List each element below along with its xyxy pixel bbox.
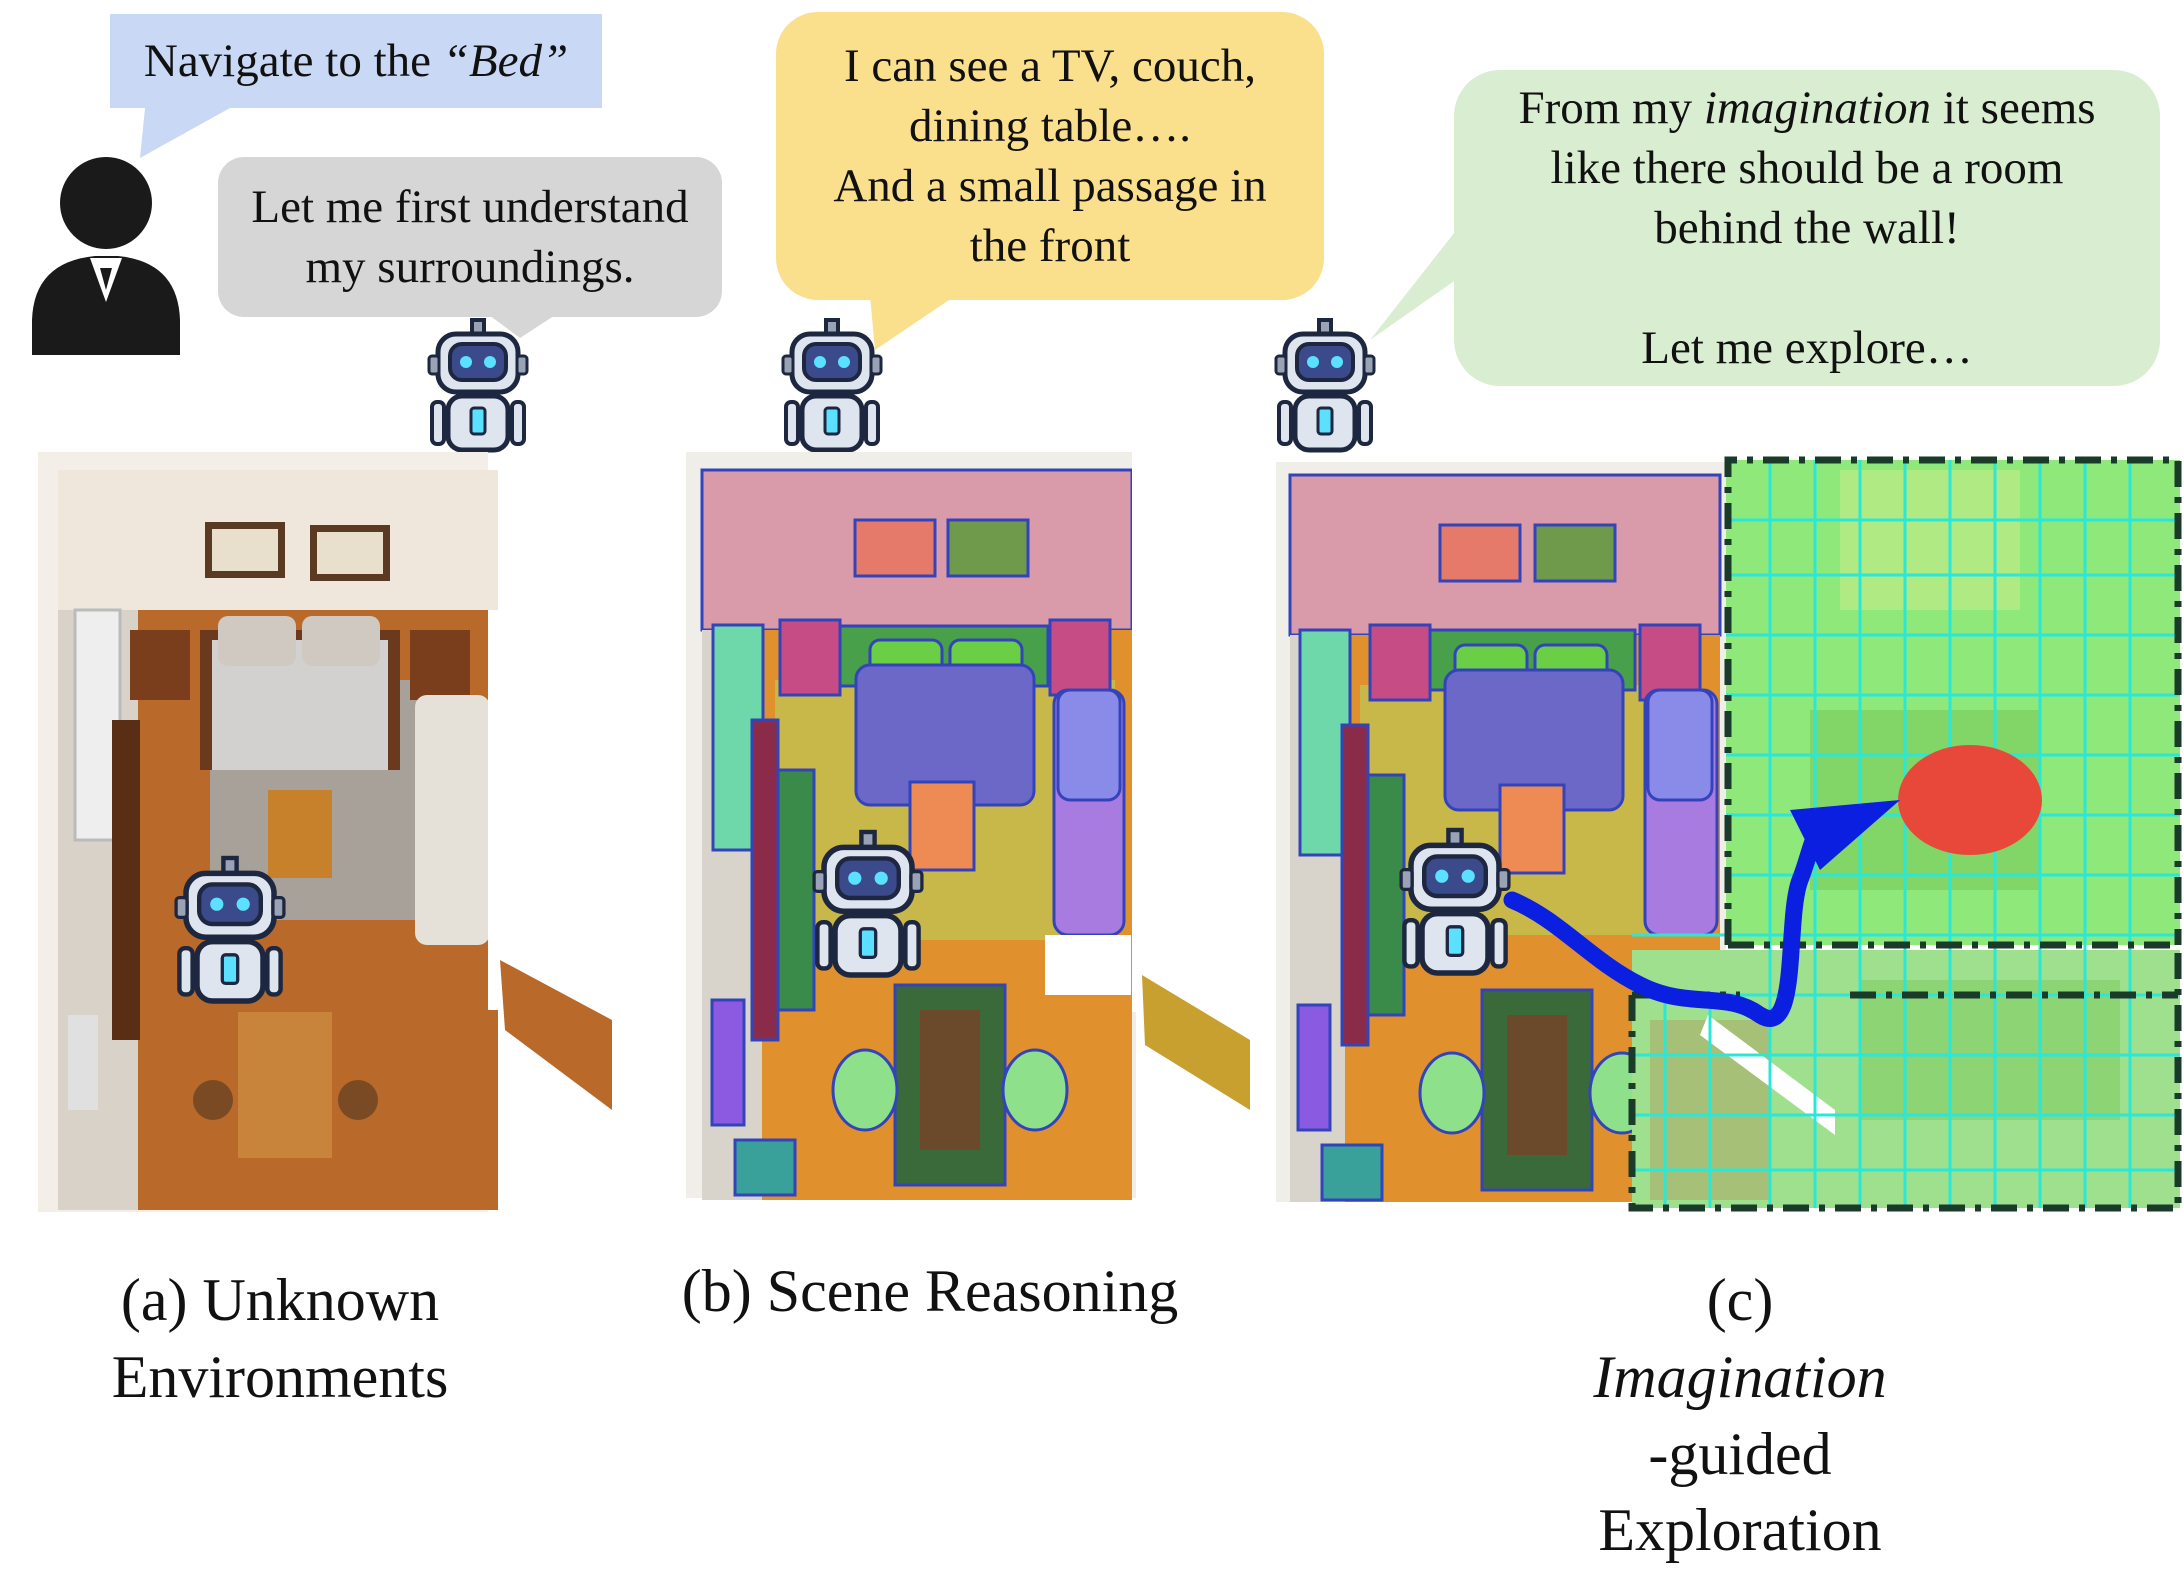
robot-see-bubble: I can see a TV, couch, dining table…. An… [776, 12, 1324, 300]
robot-icon [176, 858, 284, 1001]
path-arrowhead [1790, 800, 1900, 870]
caption-b: (b) Scene Reasoning [640, 1253, 1220, 1330]
caption-c-post: -guided [1648, 1420, 1832, 1487]
caption-a: (a) Unknown Environments [60, 1262, 500, 1416]
caption-a-line: (a) Unknown [120, 1267, 440, 1333]
caption-c-pre: (c) [1706, 1267, 1774, 1333]
user-avatar-icon [32, 157, 180, 355]
imagine-text-italic: imagination [1703, 81, 1932, 134]
caption-c: (c) Imagination -guided Exploration [1410, 1262, 2070, 1569]
see-bubble-line: the front [969, 220, 1131, 273]
imagine-bubble-line: Let me explore… [1641, 322, 1973, 375]
robot-icon [1276, 320, 1374, 450]
see-bubble-line: And a small passage in [833, 160, 1267, 212]
caption-b-line: (b) Scene Reasoning [681, 1258, 1179, 1324]
imagine-bubble-spacer [1518, 258, 2095, 318]
caption-a-line: Environments [111, 1343, 449, 1410]
think-bubble-line: my surroundings. [305, 241, 635, 293]
robot-icon [814, 832, 922, 975]
user-speech-bubble: Navigate to the “Bed” [110, 14, 602, 108]
robot-icon [1401, 830, 1509, 973]
imagine-bubble-line: behind the wall! [1654, 202, 1960, 254]
user-bubble-tail [140, 108, 230, 158]
bed-target-icon [1898, 745, 2042, 855]
user-bubble-text: Navigate to the [143, 34, 443, 87]
think-bubble-tail [485, 312, 560, 338]
panel-c-segmentation [1276, 462, 1726, 1202]
imagine-bubble-line: like there should be a room [1550, 141, 2064, 194]
imagine-text-post: it seems [1931, 81, 2096, 134]
panel-a-floorplan [38, 452, 618, 1212]
imagine-bubble-line: From my imagination it seems [1518, 78, 2095, 138]
caption-c-line: Exploration [1598, 1497, 1882, 1564]
figure-graphics [32, 108, 2182, 1212]
robot-imagine-bubble: From my imagination it seems like there … [1454, 70, 2160, 386]
path-arrow-icon [1503, 821, 1827, 1027]
panel-b-segmentation [686, 452, 1262, 1200]
see-bubble-line: I can see a TV, couch, [844, 39, 1256, 92]
see-bubble-line: dining table…. [909, 99, 1191, 152]
see-bubble-tail [870, 296, 955, 350]
robot-think-bubble: Let me first understand my surroundings. [218, 157, 722, 317]
robot-icon [783, 320, 881, 450]
robot-icon [429, 320, 527, 450]
caption-c-line: (c) Imagination -guided [1410, 1262, 2070, 1492]
user-bubble-quote: “Bed” [442, 34, 569, 87]
caption-c-italic: Imagination [1593, 1343, 1887, 1410]
think-bubble-line: Let me first understand [251, 180, 689, 233]
imagine-text-pre: From my [1518, 81, 1704, 134]
